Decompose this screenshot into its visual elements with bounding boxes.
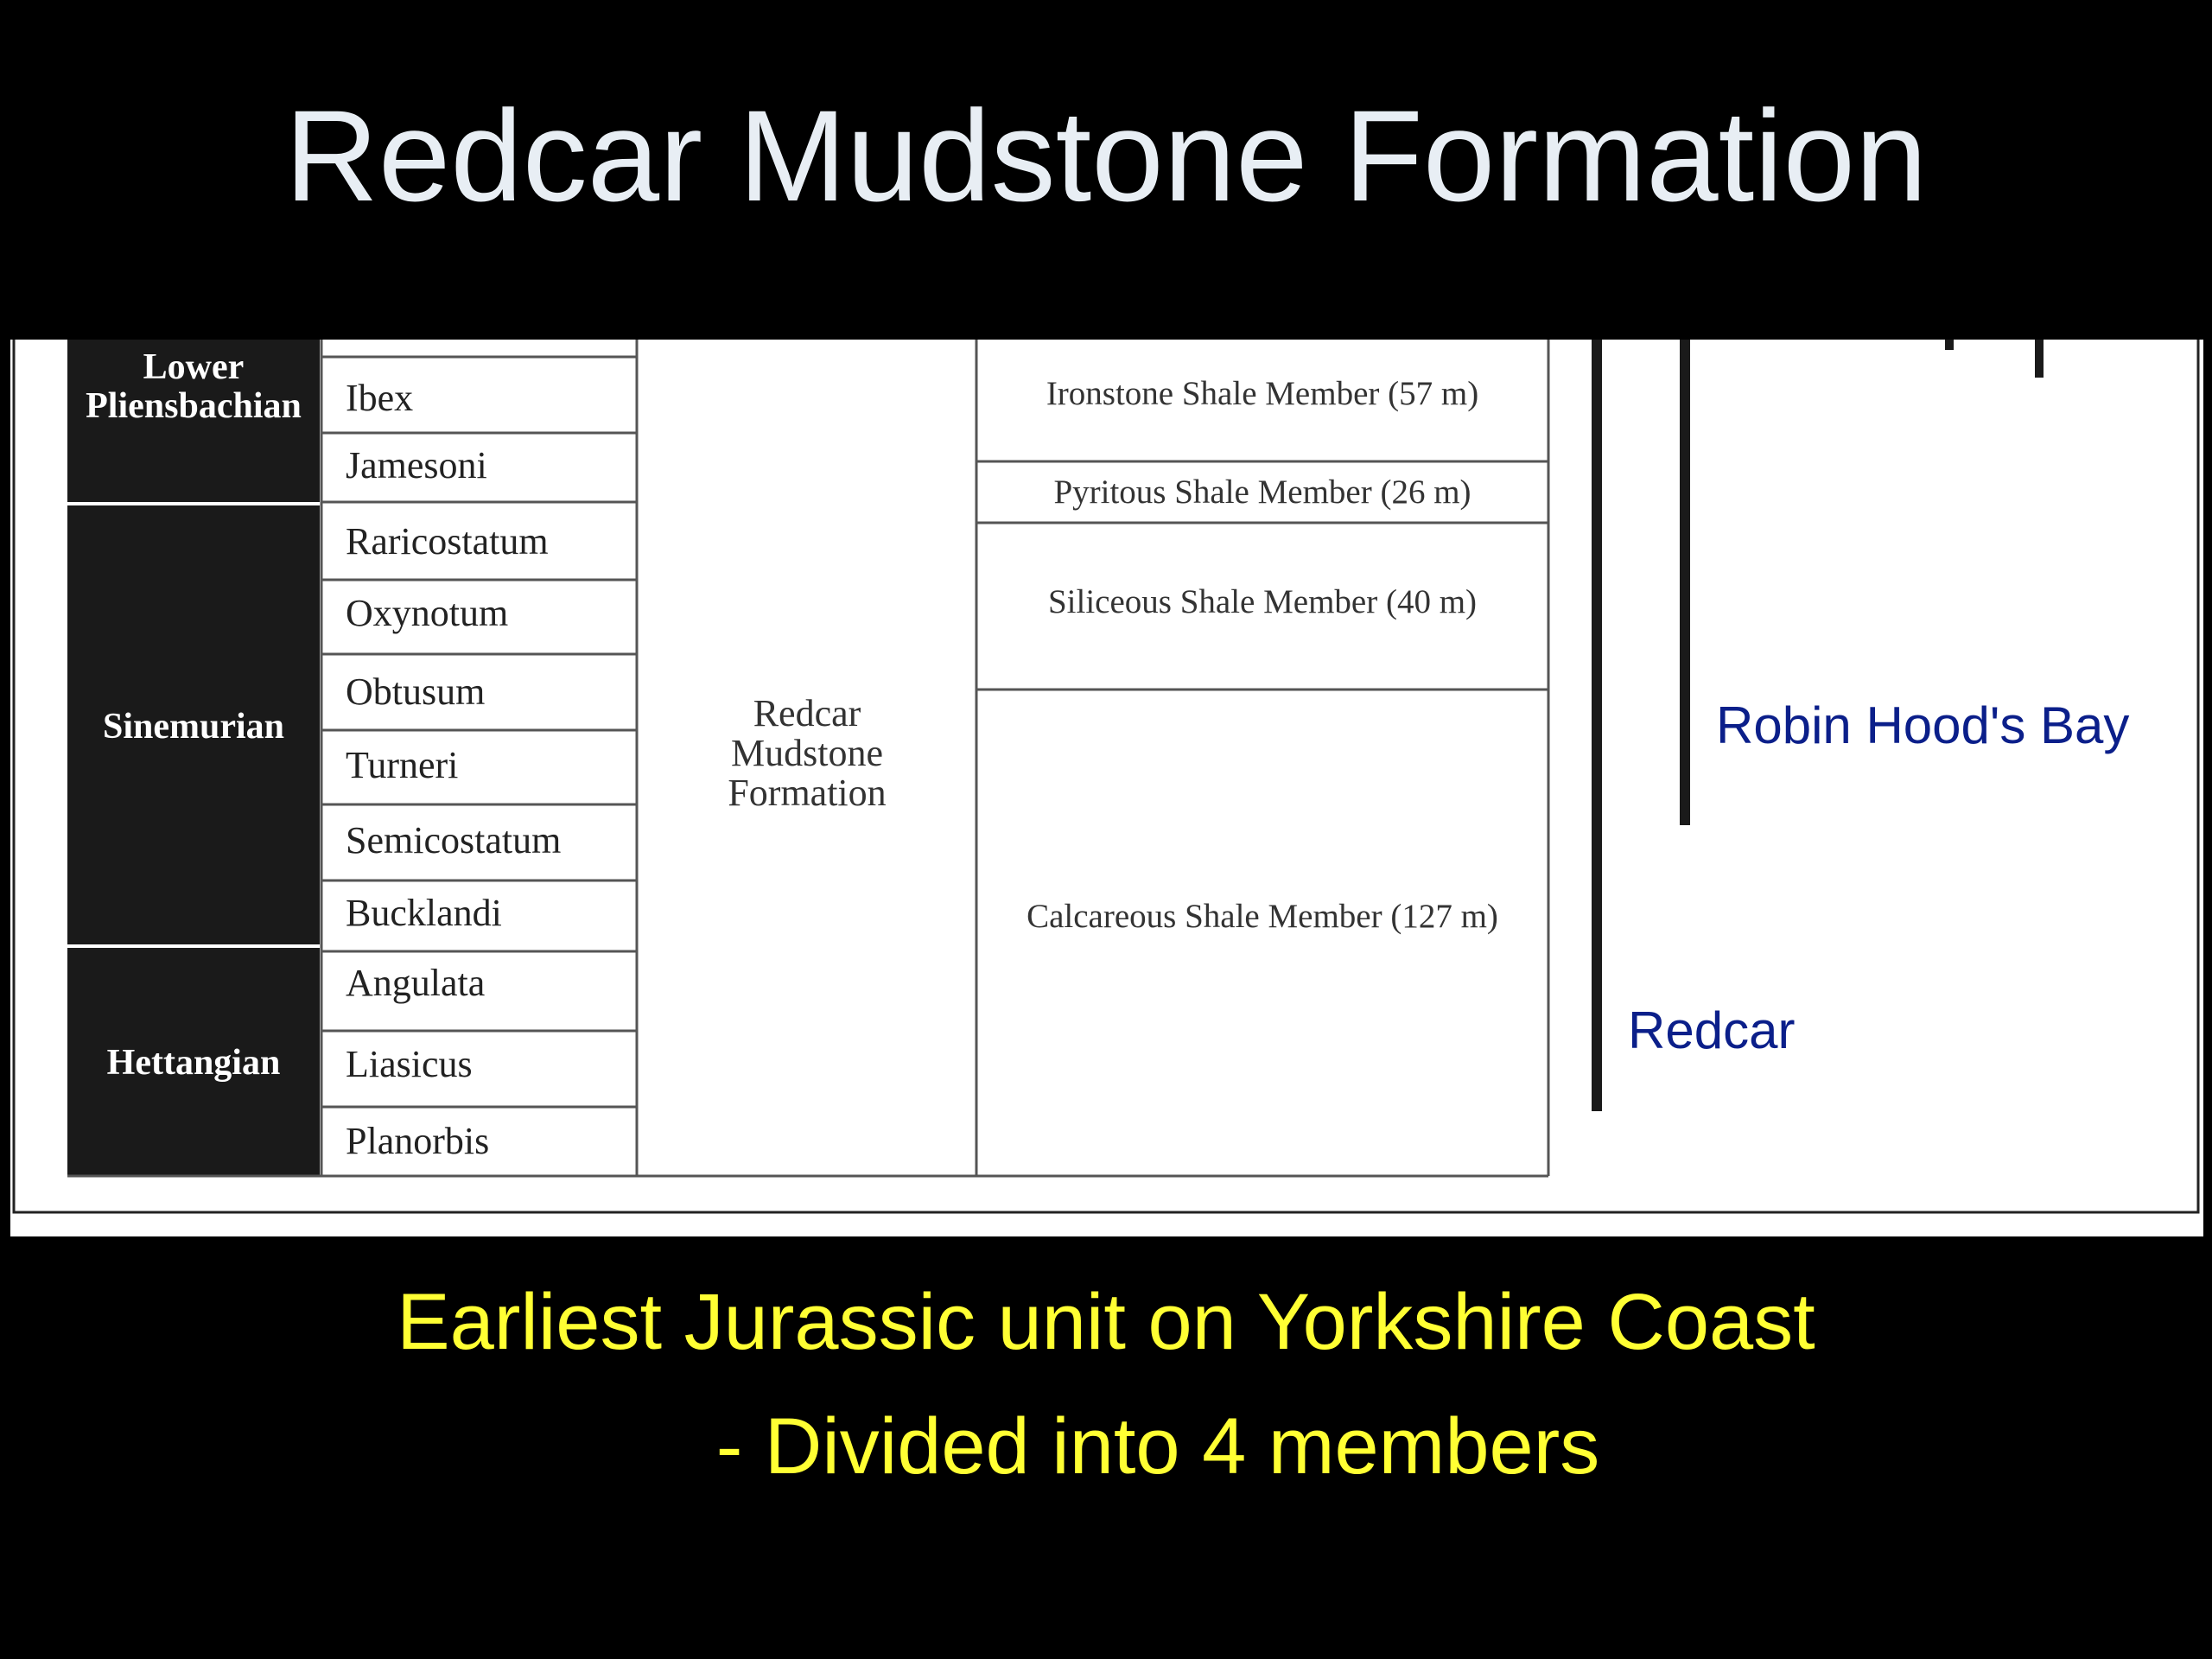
stage-label: Sinemurian <box>103 707 284 747</box>
zone-label: Jamesoni <box>346 444 487 486</box>
zone-label: Obtusum <box>346 671 485 713</box>
member-label: Ironstone Shale Member (57 m) <box>1046 375 1478 412</box>
zone-label: Semicostatum <box>346 819 561 861</box>
stage-column-lower-pliensbachian <box>67 340 320 502</box>
location-label-robin-hoods-bay: Robin Hood's Bay <box>1716 696 2129 754</box>
member-column <box>976 340 1550 1176</box>
zone-label: Ibex <box>346 377 413 419</box>
location-label-redcar: Redcar <box>1628 1001 1795 1059</box>
caption-line-1: Earliest Jurassic unit on Yorkshire Coas… <box>397 1278 1815 1366</box>
formation-label: Redcar <box>753 692 861 734</box>
stratigraphic-chart: Lower Pliensbachian Sinemurian Hettangia… <box>10 340 2203 1236</box>
member-label: Calcareous Shale Member (127 m) <box>1027 898 1498 935</box>
stage-label: Hettangian <box>107 1043 281 1083</box>
zone-label: Raricostatum <box>346 520 549 563</box>
zone-column <box>67 340 1548 1178</box>
zone-label: Planorbis <box>346 1120 489 1162</box>
member-label: Siliceous Shale Member (40 m) <box>1048 583 1477 620</box>
stage-column-sinemurian <box>67 505 320 944</box>
zone-label: Bucklandi <box>346 892 502 934</box>
zone-label: Angulata <box>346 962 485 1004</box>
zone-label: Oxynotum <box>346 592 508 634</box>
member-label: Pyritous Shale Member (26 m) <box>1053 474 1471 511</box>
stage-label: Lower <box>143 347 245 387</box>
chart-frame <box>12 340 2200 1214</box>
zone-label: Liasicus <box>346 1043 473 1085</box>
stage-label: Pliensbachian <box>86 386 302 426</box>
zone-label: Turneri <box>346 744 458 786</box>
formation-label: Formation <box>728 772 886 814</box>
stratigraphic-chart-svg: Lower Pliensbachian Sinemurian Hettangia… <box>12 340 2200 1214</box>
slide-title: Redcar Mudstone Formation <box>284 83 1928 228</box>
formation-label: Mudstone <box>731 732 883 774</box>
caption-line-2: - Divided into 4 members <box>715 1402 1600 1491</box>
stage-column-hettangian <box>67 948 320 1176</box>
